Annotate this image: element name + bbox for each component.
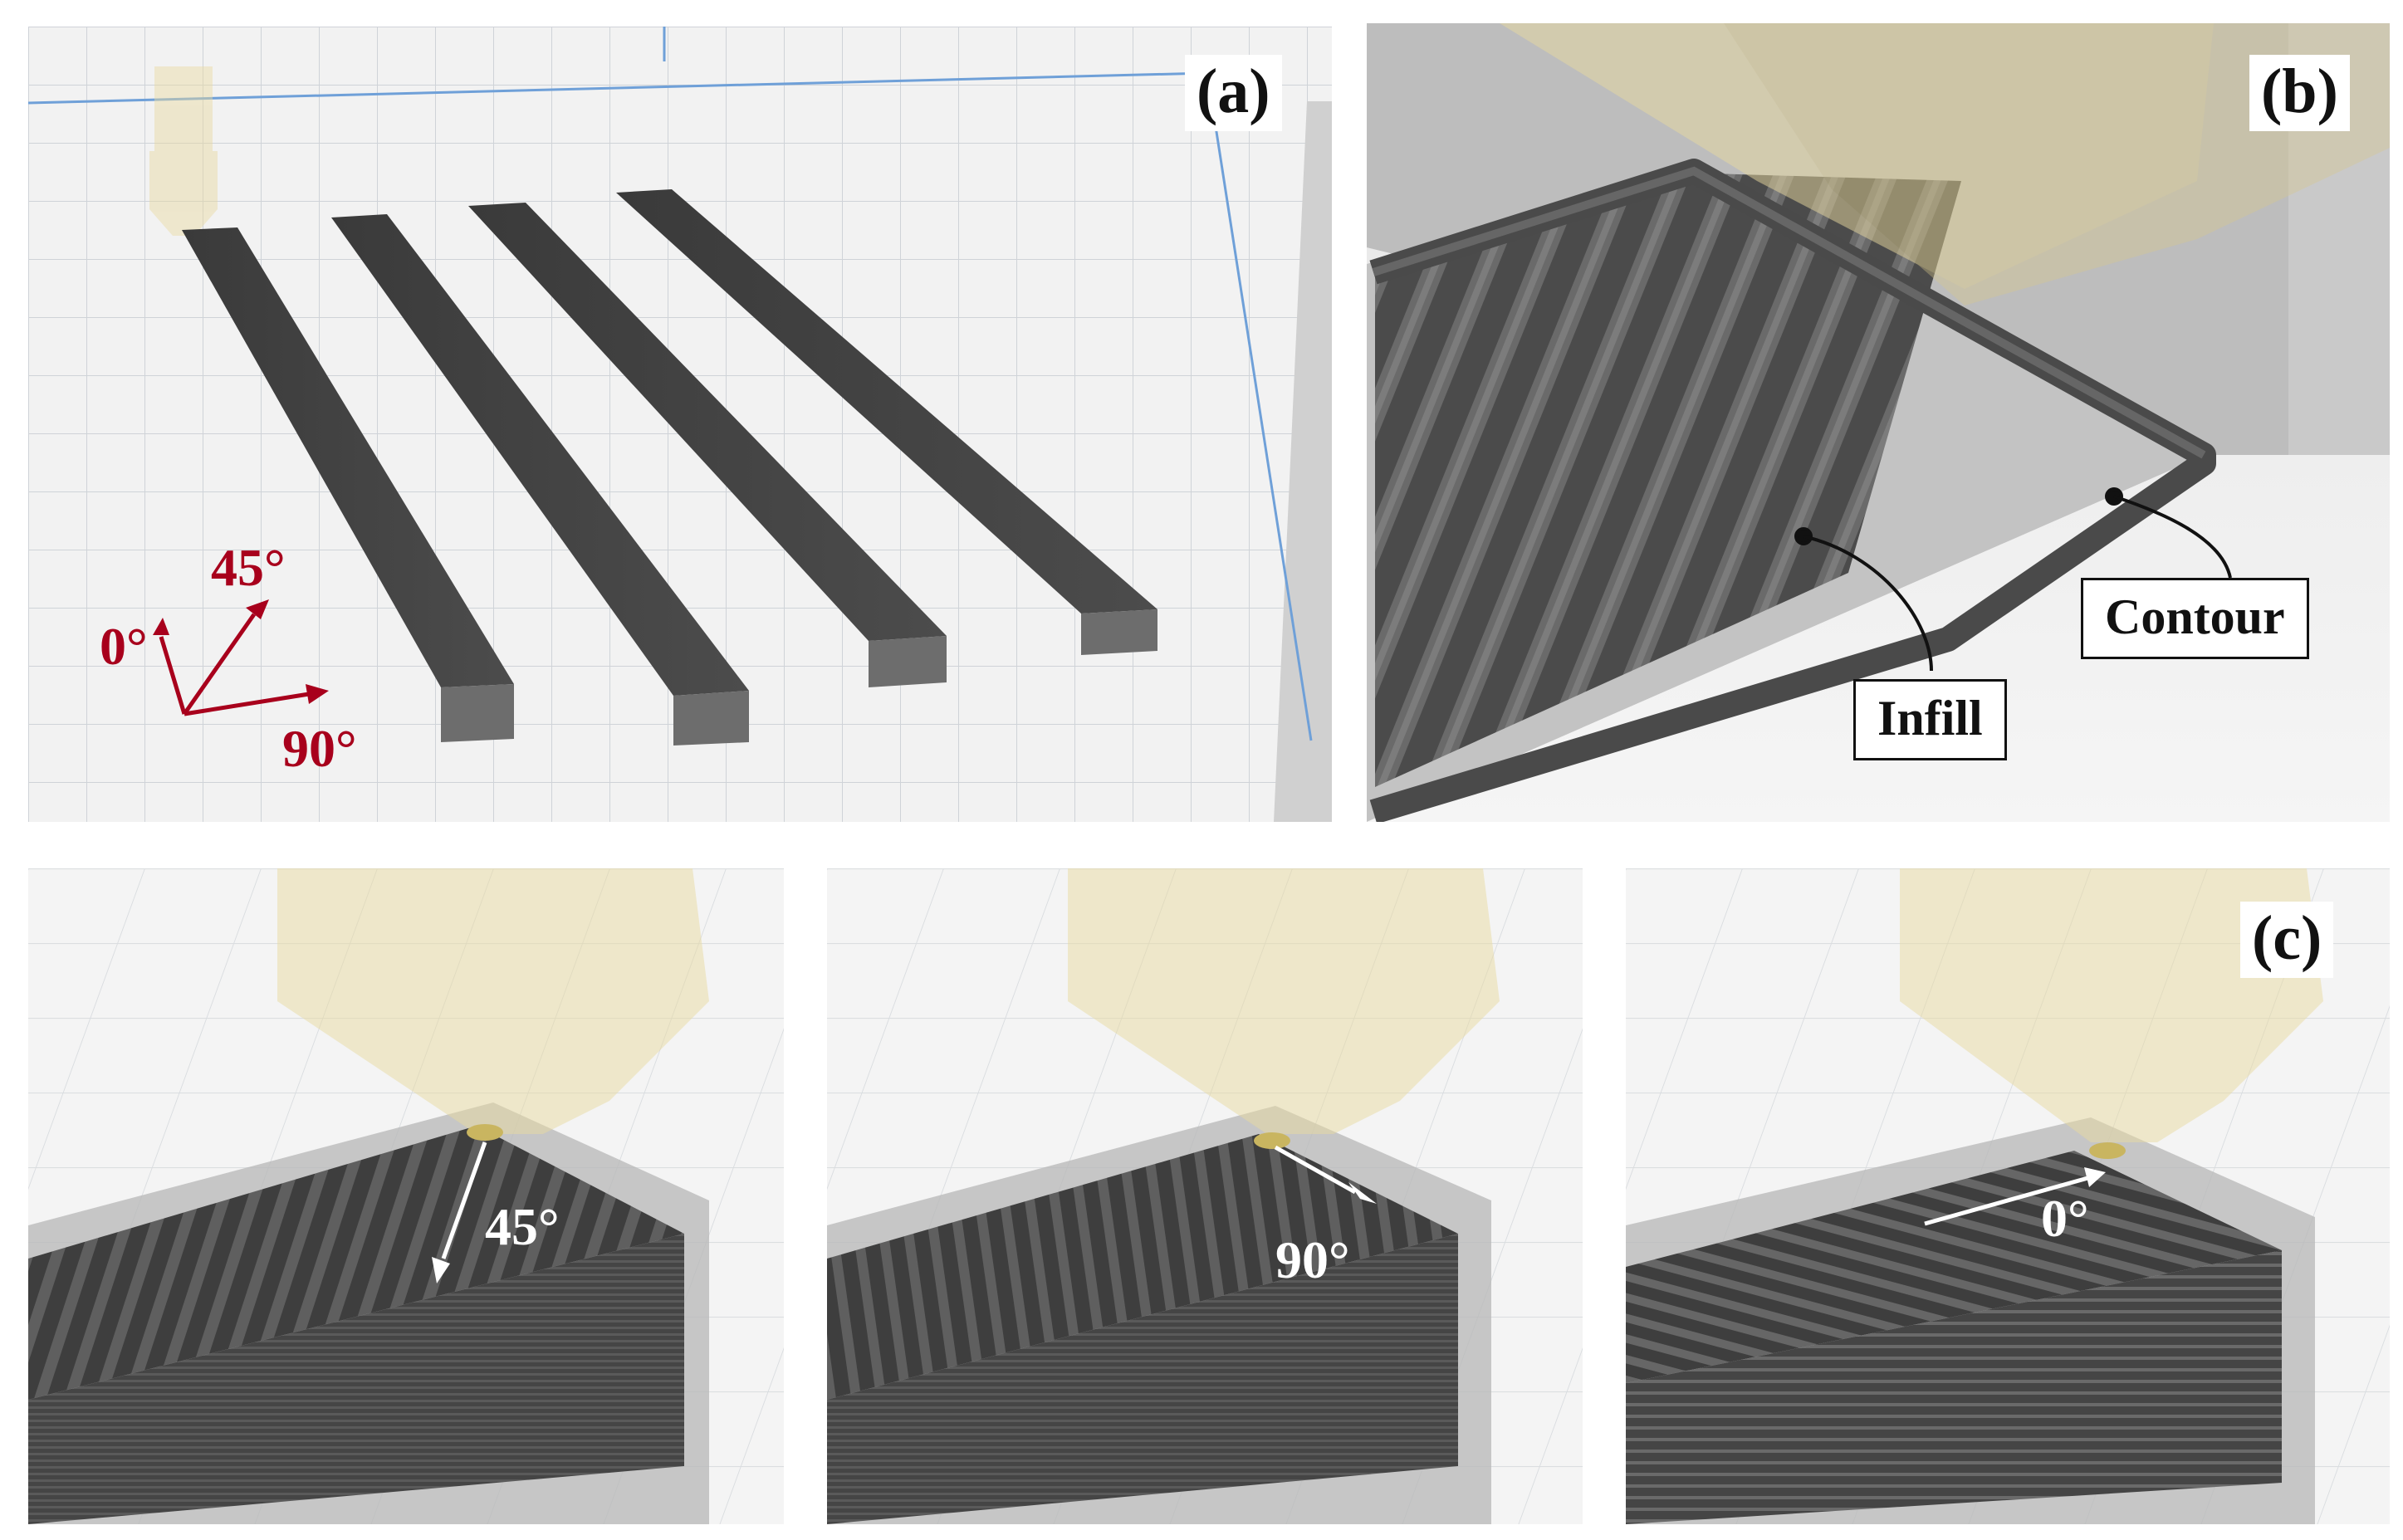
panel-c-tag: (c) [2240,902,2334,978]
infill-contour-closeup [1367,23,2390,822]
panel-c-view-90: 90° [827,868,1583,1524]
angle-label-90: 90° [282,719,357,778]
direction-arrow [1924,1167,2106,1226]
angle-label-0: 0° [100,617,148,676]
nozzle-icon [1068,868,1500,1134]
view-label-45: 45° [485,1197,560,1256]
build-plate-scene [28,27,1332,822]
raster-angle-arrows [153,599,329,716]
nozzle-icon [149,66,218,236]
print-view-45 [28,868,784,1524]
contour-label: Contour [2081,578,2309,659]
panel-c-view-0: (c) 0° [1626,868,2390,1524]
panel-a: (a) 0° 45° 90° [28,27,1332,822]
print-view-90 [827,868,1583,1524]
panel-b-tag: (b) [2249,55,2350,131]
direction-arrow [432,1142,487,1283]
printed-bar [468,203,947,687]
view-label-0: 0° [2041,1189,2089,1248]
direction-arrow [1274,1145,1377,1204]
panel-a-tag: (a) [1185,55,1282,131]
view-label-90: 90° [1275,1230,1350,1289]
panel-b: (b) Infill Contour [1367,23,2390,822]
printed-bar [616,189,1157,655]
nozzle-icon [1900,868,2323,1142]
printed-bar [182,227,514,742]
printed-bar [331,214,749,746]
infill-label: Infill [1853,679,2007,760]
nozzle-icon [1500,23,2390,306]
nozzle-icon [277,868,709,1134]
angle-label-45: 45° [211,538,286,597]
panel-c-view-45: 45° [28,868,784,1524]
leader-lines [1794,487,2232,672]
